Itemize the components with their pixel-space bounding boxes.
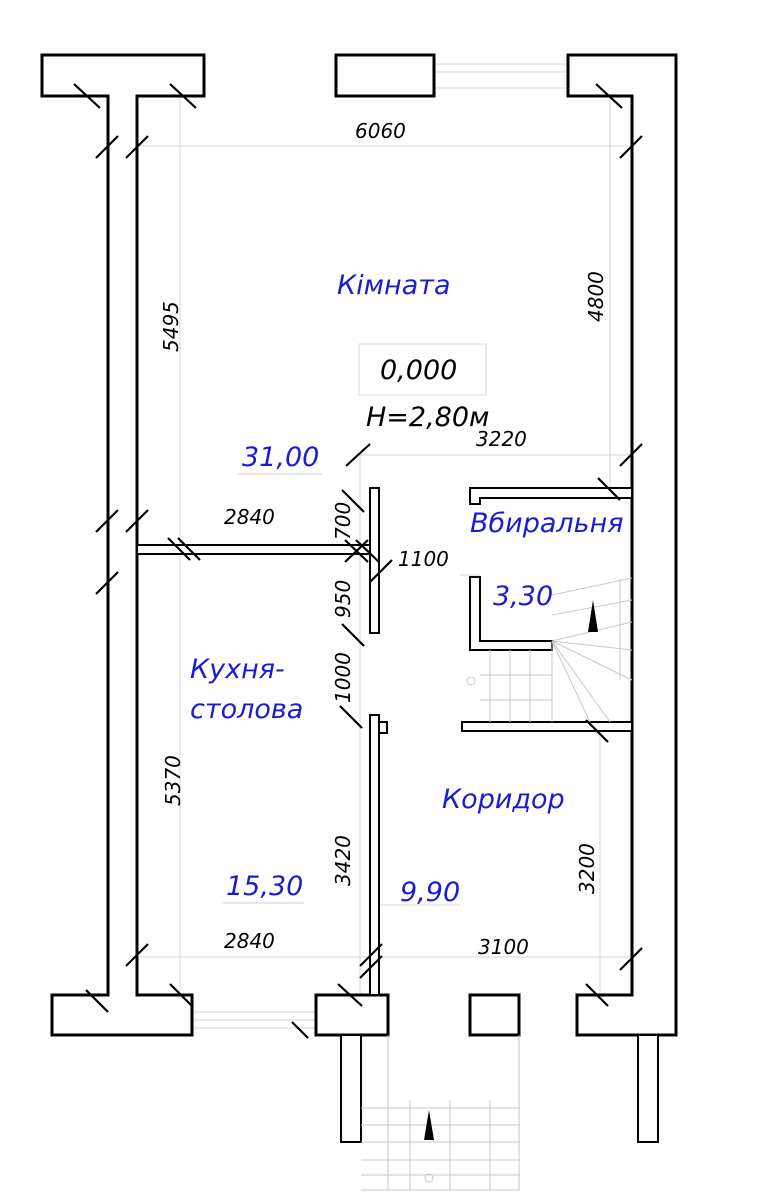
dim-right-upper: 4800 bbox=[584, 271, 608, 322]
dim-corridor-bottom: 3100 bbox=[478, 935, 529, 959]
entrance-direction-arrow bbox=[424, 1110, 434, 1140]
right-wall bbox=[566, 53, 678, 1037]
dimension-ticks bbox=[73, 83, 643, 1039]
outer-walls bbox=[40, 53, 678, 1037]
room-name-kukhnia-line2: столова bbox=[190, 694, 303, 725]
auxiliary-lines bbox=[108, 63, 640, 1029]
stair-direction-arrow bbox=[588, 600, 598, 632]
dim-left-lower: 5370 bbox=[161, 755, 185, 806]
ceiling-height: H=2,80м bbox=[366, 402, 489, 433]
entrance-pier-right bbox=[468, 993, 521, 1037]
left-wall bbox=[40, 53, 206, 1037]
dim-kitchen-door: 1000 bbox=[331, 652, 355, 703]
porch-post-right bbox=[637, 1034, 659, 1143]
corridor-wall bbox=[461, 721, 633, 732]
dim-wc-width: 1100 bbox=[398, 547, 449, 571]
dim-kitchen-bottom: 2840 bbox=[224, 929, 275, 953]
dim-partition-top: 3220 bbox=[476, 427, 527, 451]
dim-left-upper: 5495 bbox=[159, 301, 183, 352]
room-name-kimnata: Кімната bbox=[337, 270, 451, 301]
dim-kitchen-top: 2840 bbox=[224, 505, 275, 529]
room-area-vbyralnia: 3,30 bbox=[493, 581, 553, 612]
dim-door-opening: 700 bbox=[331, 502, 355, 540]
dimension-labels: 6060 5495 4800 3220 2840 700 1100 950 10… bbox=[159, 119, 608, 959]
room-labels: Кімната 31,00 Вбиральня 3,30 Кухня- стол… bbox=[190, 270, 623, 908]
dim-right-lower: 3200 bbox=[575, 843, 599, 894]
top-pier bbox=[334, 53, 436, 98]
dim-corridor-wall: 3420 bbox=[331, 835, 355, 886]
level-zero: 0,000 bbox=[380, 355, 457, 386]
partitions bbox=[136, 487, 633, 996]
dim-top-width: 6060 bbox=[355, 119, 406, 143]
room-area-kimnata: 31,00 bbox=[242, 442, 319, 473]
entrance-porch bbox=[340, 1034, 659, 1191]
level-mark: 0,000 H=2,80м bbox=[358, 343, 489, 433]
room-name-vbyralnia: Вбиральня bbox=[470, 508, 623, 539]
dim-wall-segment: 950 bbox=[331, 580, 355, 618]
staircase bbox=[466, 577, 633, 723]
room-name-korydor: Коридор bbox=[442, 784, 565, 815]
entrance-pier-left bbox=[314, 993, 390, 1037]
door-jamb bbox=[378, 721, 388, 734]
room-area-kukhnia: 15,30 bbox=[226, 871, 303, 902]
room-name-kukhnia-line1: Кухня- bbox=[190, 654, 285, 685]
wc-top-wall bbox=[469, 487, 633, 505]
central-partition-lower bbox=[369, 714, 380, 996]
porch-post-left bbox=[340, 1034, 362, 1143]
room-area-korydor: 9,90 bbox=[400, 877, 460, 908]
kitchen-room-partition bbox=[136, 544, 371, 555]
